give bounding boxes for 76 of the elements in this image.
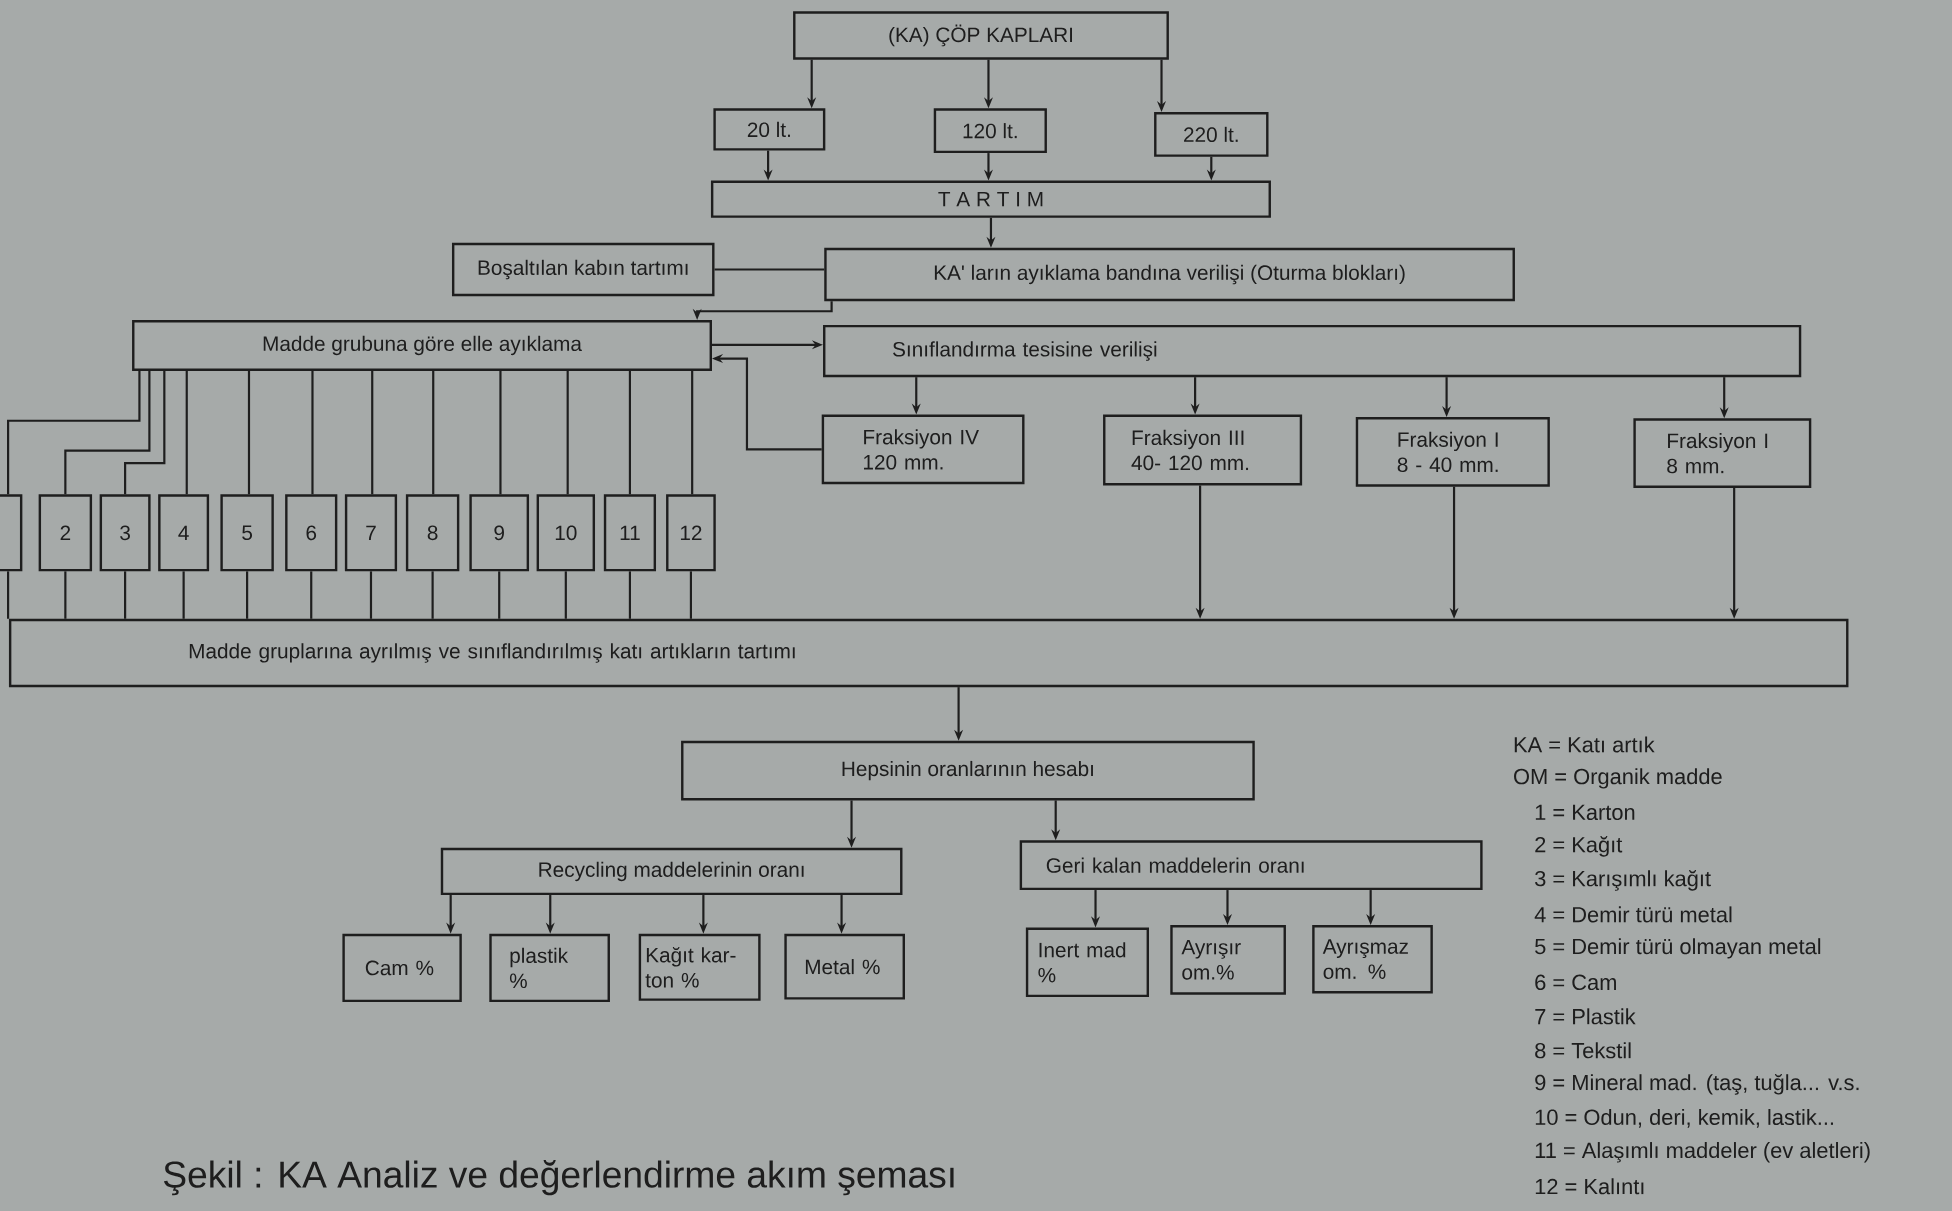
process-box: T A R T I M [710,180,1271,218]
legend-entry: 2 = Kağıt [1535,835,1623,857]
connector-line [246,571,249,619]
numbered-box [0,494,23,572]
connector-line [499,370,502,495]
legend-entry: 9 = Mineral mad. (taş, tuğla... v.s. [1535,1073,1859,1095]
process-box: 20 lt. [713,108,826,151]
process-box: Ayrışmaz om. % [1312,924,1433,994]
numbered-box: 5 [220,494,274,572]
numbered-box: 7 [344,494,398,572]
numbered-box: 12 [666,494,716,572]
process-box: Hepsinin oranlarının hesabı [681,740,1255,801]
legend-entry: 4 = Demir türü metal [1534,906,1732,923]
numbered-box: 9 [469,494,530,572]
numbered-box: 8 [405,494,460,572]
connector-line [124,370,166,495]
connector-line [714,268,825,271]
numbered-box: 4 [158,494,210,572]
connector-line [369,571,373,619]
process-box: plastik % [489,933,610,1002]
process-box: Boşaltılan kabın tartımı [451,242,715,297]
connector-line [564,571,567,619]
process-box: Geri kalan maddelerin oranı [1019,840,1483,890]
figure-caption: Şekil : KA Analiz ve değerlendirme akım şeması [163,1159,954,1196]
connector-line [185,370,188,495]
connector-line [498,571,501,619]
connector-line [691,370,694,495]
process-box: 120 lt. [933,108,1047,153]
connector-line [689,571,693,619]
connector-line [432,370,435,495]
connector-line [64,370,151,495]
connector-line [182,571,185,619]
process-box: Madde grubuna göre elle ayıklama [132,319,712,371]
legend-entry: 1 = Karton [1535,804,1635,820]
process-box: Inert mad % [1025,927,1149,997]
numbered-box: 10 [536,494,596,572]
legend-entry: 10 = Odun, deri, kemik, lastik... [1535,1108,1834,1128]
process-box: Ayrışır om.% [1170,924,1286,995]
legend-entry: 12 = Kalıntı [1535,1178,1644,1195]
numbered-box: 11 [603,494,657,572]
legend-entry: OM = Organik madde [1514,768,1722,789]
process-box: Kağıt kar-ton % [638,933,761,1001]
process-box: Cam % [342,933,462,1002]
process-box: Fraksiyon III 40- 120 mm. [1103,414,1303,486]
process-box: Fraksiyon IV 120 mm. [821,414,1025,485]
process-box: KA' ların ayıklama bandına verilişi (Oturma blokları) [824,247,1515,302]
process-box: Metal % [784,933,905,1000]
process-bar: Madde gruplarına ayrılmış ve sınıflandırılmış katı artıkların tartımı [8,618,1849,687]
connector-line [7,571,10,619]
process-box: Sınıflandırma tesisine verilişi [823,324,1802,378]
legend-entry: 3 = Karışımlı kağıt [1535,869,1711,891]
connector-line [431,571,434,619]
process-box: Fraksiyon I 8 - 40 mm. [1355,416,1550,487]
legend-entry: 8 = Tekstil [1535,1042,1631,1059]
connector-line [124,571,127,619]
connector-line [310,571,313,619]
connector-line [7,370,141,495]
legend-entry: 7 = Plastik [1535,1008,1636,1025]
connector-line [628,370,632,495]
process-box: Recycling maddelerinin oranı [440,847,903,895]
numbered-box: 2 [38,494,93,572]
process-box: Fraksiyon I 8 mm. [1633,418,1812,488]
legend-entry: 11 = Alaşımlı maddeler (ev aletleri) [1535,1141,1870,1163]
legend-entry: 6 = Cam [1535,974,1616,990]
numbered-box: 6 [285,494,338,572]
connector-line [628,571,632,619]
connector-line [247,370,251,495]
legend-entry: KA = Katı artık [1514,736,1655,753]
connector-line [566,370,569,495]
connector-line [311,370,314,495]
connector-line [64,571,67,619]
process-box: 220 lt. [1154,111,1269,157]
numbered-box: 3 [99,494,151,572]
legend-entry: 5 = Demir türü olmayan metal [1535,938,1821,959]
process-box: (KA) ÇÖP KAPLARI [793,11,1169,60]
connector-line [371,370,374,495]
